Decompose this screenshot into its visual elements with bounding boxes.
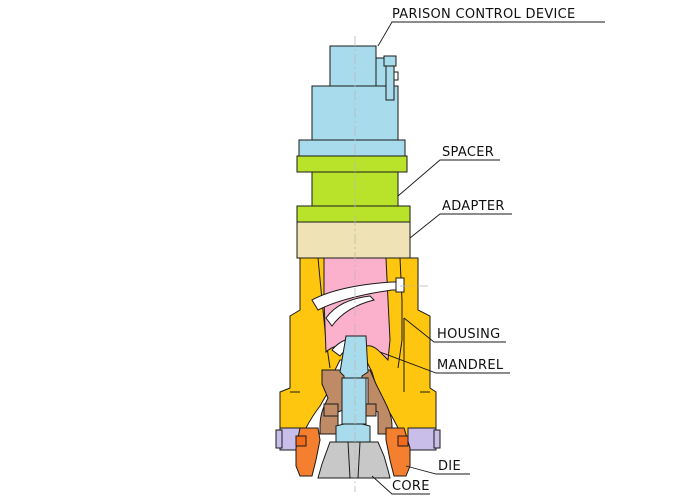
mandrel-stem [335,335,371,443]
mandrel-part [311,257,405,362]
adapter-part [296,221,411,259]
flange-ring-right [407,427,441,451]
label-adapter: ADAPTER [442,199,505,214]
label-core: CORE [392,479,430,494]
label-parison-control-device: PARISON CONTROL DEVICE [392,7,576,22]
spacer-part [296,155,411,223]
label-spacer: SPACER [442,145,494,160]
die-part [295,427,411,477]
label-mandrel: MANDREL [437,358,504,373]
parison-control-device-part [298,45,406,157]
core-part [317,441,391,479]
label-housing: HOUSING [437,327,501,342]
label-die: DIE [438,459,461,474]
